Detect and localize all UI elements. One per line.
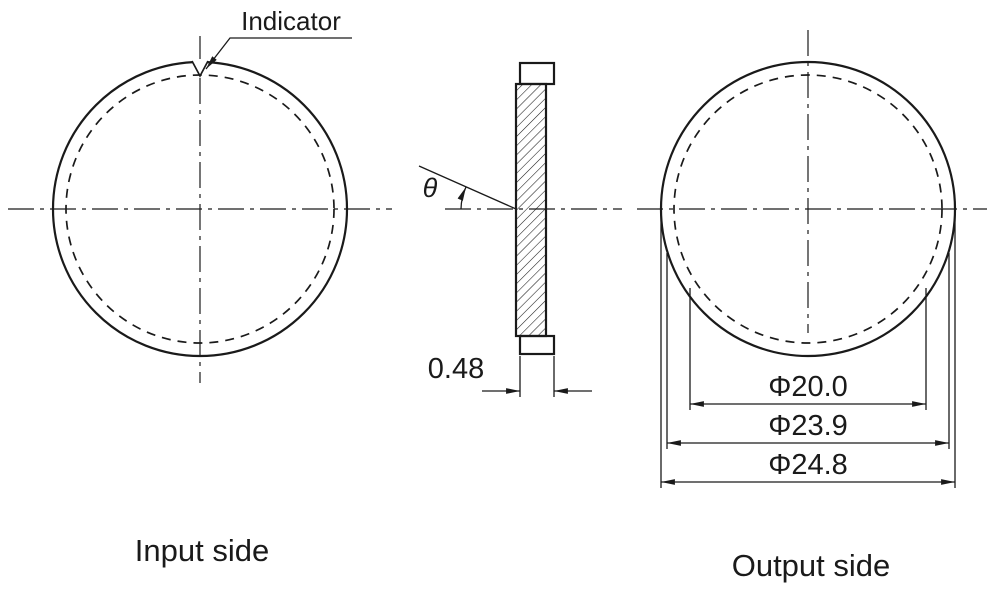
wedge-angle-label: θ (423, 173, 438, 203)
input-side-view: Indicator (8, 6, 392, 383)
phi200-dimension-label: Φ20.0 (768, 371, 848, 403)
output-outer-circle (659, 60, 957, 358)
side-section-view: θ 0.48 (418, 61, 622, 397)
top-retainer-ring (518, 61, 556, 86)
output-side-view: Φ20.0 Φ23.9 Φ24.8 (637, 30, 987, 488)
input-side-caption: Input side (135, 533, 269, 568)
indicator-notch (191, 60, 209, 78)
wedge-angle-arc-arrow (457, 186, 467, 210)
thickness-dimension-label: 0.48 (428, 353, 484, 385)
indicator-notch-mask (191, 59, 209, 78)
phi239-dimension-label: Φ23.9 (768, 410, 848, 442)
output-aperture-dashed-circle (673, 74, 943, 344)
indicator-leader-line (205, 37, 352, 70)
wedge-angle-line (418, 165, 517, 210)
bottom-retainer-ring (518, 334, 556, 356)
phi248-dimension-label: Φ24.8 (768, 449, 848, 481)
output-side-caption: Output side (732, 548, 891, 583)
indicator-label: Indicator (241, 6, 341, 36)
glass-section-hatching (516, 84, 546, 336)
